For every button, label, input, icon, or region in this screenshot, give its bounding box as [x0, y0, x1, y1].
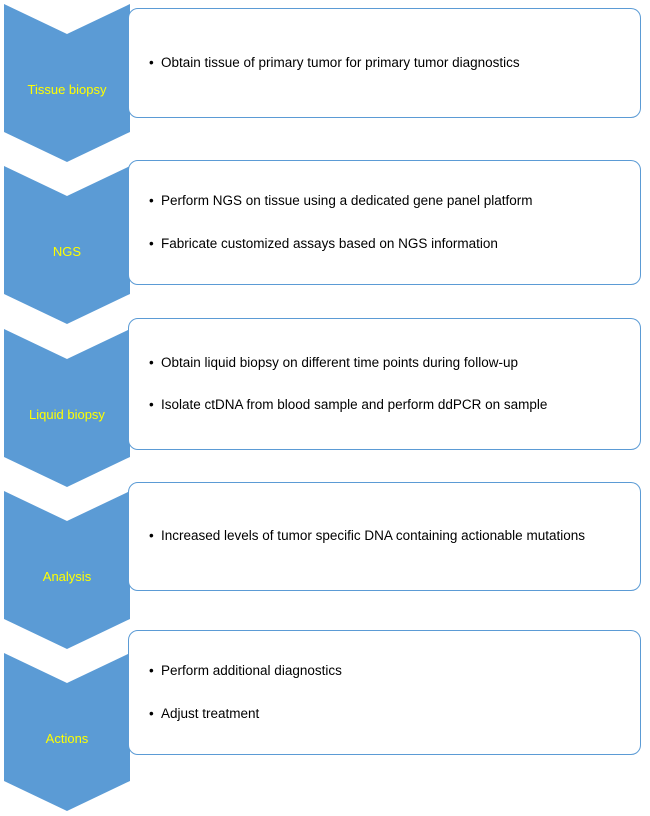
step-label: Liquid biopsy	[29, 407, 105, 423]
bullet-item: Increased levels of tumor specific DNA c…	[149, 528, 626, 544]
bullet-item: Isolate ctDNA from blood sample and perf…	[149, 397, 626, 413]
bullet-list: Perform additional diagnosticsAdjust tre…	[149, 663, 626, 722]
down-chevron-shape: Tissue biopsy	[4, 4, 130, 162]
down-chevron-shape: Actions	[4, 653, 130, 811]
step-detail-box: Perform NGS on tissue using a dedicated …	[128, 160, 641, 285]
step-detail-box: Obtain liquid biopsy on different time p…	[128, 318, 641, 450]
bullet-item: Adjust treatment	[149, 706, 626, 722]
step-label: Analysis	[42, 569, 92, 585]
bullet-list: Increased levels of tumor specific DNA c…	[149, 528, 626, 544]
down-chevron-shape: Analysis	[4, 491, 130, 649]
bullet-item: Obtain tissue of primary tumor for prima…	[149, 55, 626, 71]
step-detail-box: Perform additional diagnosticsAdjust tre…	[128, 630, 641, 755]
step-label: Tissue biopsy	[27, 82, 107, 98]
step-detail-box: Obtain tissue of primary tumor for prima…	[128, 8, 641, 118]
step-label: NGS	[52, 244, 82, 260]
down-chevron-shape: Liquid biopsy	[4, 329, 130, 487]
bullet-item: Fabricate customized assays based on NGS…	[149, 236, 626, 252]
bullet-list: Perform NGS on tissue using a dedicated …	[149, 193, 626, 252]
bullet-list: Obtain liquid biopsy on different time p…	[149, 355, 626, 414]
down-chevron-shape: NGS	[4, 166, 130, 324]
bullet-item: Obtain liquid biopsy on different time p…	[149, 355, 626, 371]
step-label: Actions	[45, 731, 89, 747]
bullet-item: Perform NGS on tissue using a dedicated …	[149, 193, 626, 209]
bullet-item: Perform additional diagnostics	[149, 663, 626, 679]
bullet-list: Obtain tissue of primary tumor for prima…	[149, 55, 626, 71]
step-detail-box: Increased levels of tumor specific DNA c…	[128, 482, 641, 591]
